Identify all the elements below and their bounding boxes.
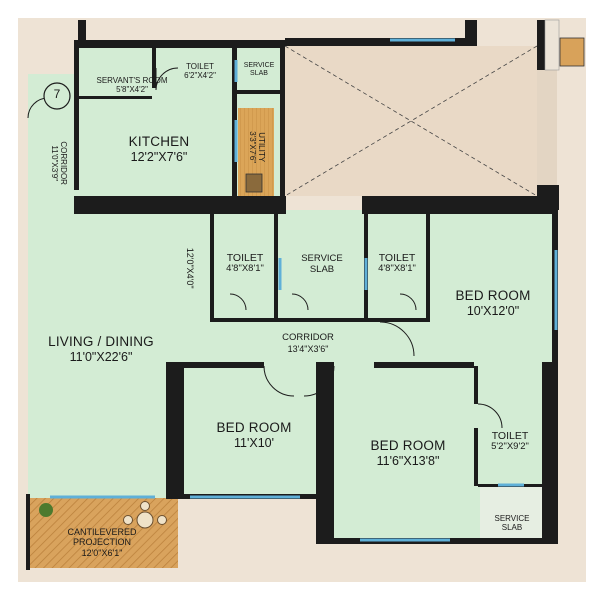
side-column [544, 19, 560, 71]
chair-icon [157, 515, 167, 525]
service-slab-bottom-name: SERVICE [494, 514, 530, 523]
label-kitchen: KITCHEN 12'2"X7'6" [104, 134, 214, 164]
label-corridor-left: CORRIDOR 11'0"X3'9" [50, 128, 68, 198]
label-toilet-b: TOILET 4'8"X8'1" [366, 252, 428, 275]
label-utility: UTILITY 3'3"X7'6" [248, 122, 266, 172]
bed-room-center-dims: 11'X10' [234, 435, 274, 450]
label-passage-dims: 12'0"X4'0" [185, 238, 195, 298]
servants-room-name: SERVANT'S ROOM [96, 76, 168, 85]
label-cantilevered: CANTILEVERED PROJECTION 12'0"X6'1" [34, 527, 170, 558]
toilet-top-name: TOILET [186, 62, 214, 71]
living-dining-dims: 11'0"X22'6" [69, 349, 133, 364]
label-toilet-a: TOILET 4'8"X8'1" [214, 252, 276, 275]
toilet-right-name: TOILET [491, 430, 529, 442]
bed-room-large-name: BED ROOM [370, 438, 446, 453]
service-slab-top-name: SERVICE SLAB [243, 62, 275, 78]
cantilevered-name: CANTILEVERED [67, 527, 137, 537]
entry-marker [43, 82, 71, 110]
passage-dims: 12'0"X4'0" [185, 247, 196, 289]
label-service-slab-bottom: SERVICE SLAB [482, 514, 542, 532]
servants-room-dims: 5'8"X4'2" [116, 85, 148, 95]
toilet-right-dims: 5'2"X9'2" [491, 441, 529, 453]
plant-icon [39, 503, 53, 517]
service-slab-mid-name: SERVICE [301, 253, 343, 264]
label-corridor-mid: CORRIDOR 13'4"X3'6" [268, 332, 348, 354]
toilet-a-name: TOILET [226, 252, 264, 264]
label-bed-room-right: BED ROOM 10'X12'0" [440, 288, 546, 318]
cantilevered-name2: PROJECTION [72, 537, 131, 548]
bed-room-large-dims: 11'6"X13'8" [376, 453, 440, 468]
service-slab-bottom-name2: SLAB [501, 523, 523, 533]
toilet-top-dims: 6'2"X4'2" [184, 71, 216, 81]
corridor-mid-name: CORRIDOR [282, 332, 334, 343]
kitchen-dims: 12'2"X7'6" [130, 149, 188, 164]
label-toilet-top: TOILET 6'2"X4'2" [170, 62, 230, 80]
label-bed-room-center: BED ROOM 11'X10' [204, 420, 304, 450]
corridor-mid-dims: 13'4"X3'6" [287, 343, 329, 354]
service-slab-mid-name2: SLAB [309, 263, 335, 275]
label-bed-room-large: BED ROOM 11'6"X13'8" [356, 438, 460, 468]
kitchen-name: KITCHEN [128, 134, 190, 149]
utility-dims: 3'3"X7'6" [248, 131, 257, 164]
bed-room-right-name: BED ROOM [455, 288, 531, 303]
corridor-left-name: CORRIDOR [59, 141, 69, 185]
microwave-icon [559, 37, 585, 67]
chair-icon [140, 501, 150, 511]
label-living-dining: LIVING / DINING 11'0"X22'6" [40, 334, 162, 364]
door-swings [27, 67, 503, 429]
bed-room-right-dims: 10'X12'0" [466, 303, 520, 318]
washing-machine-icon [245, 173, 263, 193]
cantilevered-dims: 12'0"X6'1" [81, 547, 123, 558]
table-icon [136, 511, 154, 529]
corridor-left-dims: 11'0"X3'9" [50, 145, 59, 182]
bed-room-center-name: BED ROOM [216, 420, 292, 435]
void-area [284, 45, 557, 197]
toilet-b-dims: 4'8"X8'1" [378, 263, 416, 275]
entry-number: 7 [53, 87, 61, 101]
toilet-a-dims: 4'8"X8'1" [226, 263, 264, 275]
label-service-slab-top: SERVICE SLAB [238, 62, 280, 78]
living-dining-name: LIVING / DINING [48, 334, 154, 349]
label-toilet-right: TOILET 5'2"X9'2" [480, 430, 540, 453]
label-entry-number: 7 [50, 87, 64, 102]
chair-icon [123, 515, 133, 525]
cantilevered-deck [28, 498, 178, 568]
utility-name: UTILITY [257, 132, 267, 163]
label-servants-room: SERVANT'S ROOM 5'8"X4'2" [82, 76, 182, 94]
label-service-slab-mid: SERVICE SLAB [284, 253, 360, 276]
toilet-b-name: TOILET [378, 252, 416, 264]
windows [50, 38, 558, 542]
